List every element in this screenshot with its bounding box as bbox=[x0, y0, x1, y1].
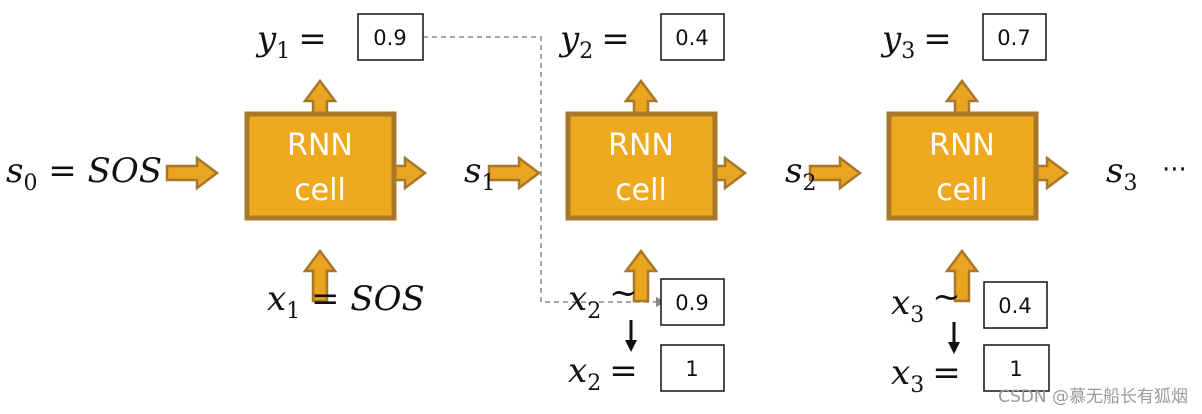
state-s2: s2 bbox=[785, 151, 816, 196]
input-x3-sample: x3~ 0.4 bbox=[891, 277, 1048, 329]
cell-label-line1: RNN bbox=[608, 128, 674, 163]
state-s3: s3 bbox=[1106, 151, 1137, 196]
input-label: x3~ bbox=[891, 277, 961, 328]
input-label: x2~ bbox=[568, 273, 638, 324]
input-x3-result: x3= 1 bbox=[891, 344, 1050, 398]
output-value: 0.9 bbox=[373, 26, 406, 50]
state-s1: s1 bbox=[464, 151, 495, 196]
result-value: 1 bbox=[1009, 357, 1022, 381]
input-x1: x1 = SOS bbox=[267, 279, 425, 324]
output-y2: y2= 0.4 bbox=[558, 13, 725, 64]
output-value-box bbox=[660, 13, 725, 61]
block-arrow-shape bbox=[623, 248, 659, 303]
result-value-box bbox=[983, 344, 1050, 392]
arrow-s0-to-cell1 bbox=[165, 155, 220, 191]
arrow-s1-to-cell2 bbox=[487, 155, 542, 191]
output-y1: y1= 0.9 bbox=[255, 13, 424, 64]
block-arrow-shape bbox=[944, 248, 980, 303]
output-label: y1= bbox=[255, 19, 327, 64]
arrow-x1-to-cell1 bbox=[302, 248, 338, 303]
cell-label-line1: RNN bbox=[287, 128, 353, 163]
feedback-dashed-line bbox=[423, 36, 656, 303]
output-value: 0.7 bbox=[997, 26, 1030, 50]
input-x2-sample: x2~ 0.9 bbox=[568, 273, 725, 326]
ellipsis: ··· bbox=[1162, 155, 1187, 185]
block-arrow-shape bbox=[302, 248, 338, 303]
output-y3: y3= 0.7 bbox=[880, 13, 1047, 64]
input-label: x3= bbox=[891, 353, 961, 398]
watermark: CSDN @慕无船长有狐烟 bbox=[998, 387, 1188, 407]
output-value-box bbox=[357, 13, 424, 61]
result-value-box bbox=[660, 344, 725, 392]
block-arrow-shape bbox=[808, 155, 863, 191]
sample-down-arrow-2 bbox=[625, 320, 637, 352]
cell-label-line2: cell bbox=[936, 173, 988, 208]
output-value-box bbox=[982, 13, 1047, 61]
rnn-cell-1: RNN cell bbox=[244, 111, 397, 221]
cell-label-line2: cell bbox=[615, 173, 667, 208]
sample-value: 0.4 bbox=[998, 294, 1031, 318]
sample-value-box bbox=[660, 278, 725, 326]
sample-value-box bbox=[983, 281, 1048, 329]
output-value: 0.4 bbox=[675, 26, 708, 50]
arrow-x3-to-cell3 bbox=[944, 248, 980, 303]
arrow-s2-to-cell3 bbox=[808, 155, 863, 191]
output-label: y3= bbox=[880, 19, 952, 64]
result-value: 1 bbox=[685, 357, 698, 381]
cell-label-line1: RNN bbox=[929, 128, 995, 163]
sample-down-arrow-3 bbox=[948, 322, 960, 354]
state-s0: s0 = SOS bbox=[6, 151, 162, 196]
block-arrow-shape bbox=[165, 155, 220, 191]
cell-label-line2: cell bbox=[294, 173, 346, 208]
input-x2-result: x2= 1 bbox=[568, 344, 725, 396]
output-label: y2= bbox=[558, 19, 630, 64]
rnn-cell-2: RNN cell bbox=[565, 111, 718, 221]
arrow-x2-to-cell2 bbox=[623, 248, 659, 303]
sample-value: 0.9 bbox=[675, 291, 708, 315]
block-arrow-shape bbox=[487, 155, 542, 191]
rnn-cell-3: RNN cell bbox=[886, 111, 1039, 221]
input-label: x2= bbox=[568, 351, 638, 396]
